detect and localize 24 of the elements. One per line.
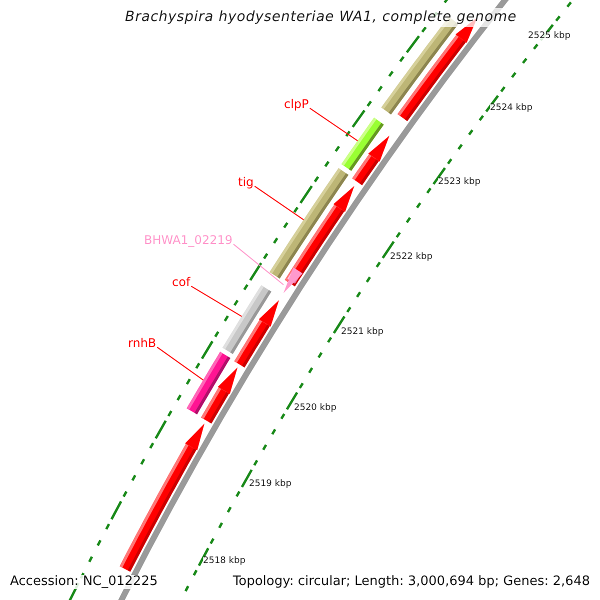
scale-label: 2522 kbp [390,253,432,263]
gene-block [120,424,204,572]
gene-label: cof [172,276,190,290]
scale-label: 2524 kbp [490,104,532,114]
scale-label: 2519 kbp [249,480,292,490]
gene-label: rnhB [128,337,156,350]
scale-label: 2518 kbp [203,557,246,567]
accession-text: Accession: NC_012225 [10,575,158,590]
leader-line [309,108,358,142]
gene-label: tig [238,176,254,190]
leader-line [190,286,242,317]
gene-label: BHWA1_02219 [144,234,232,248]
scale-label: 2525 kbp [528,32,570,42]
leader-line [156,346,204,381]
scale-label: 2523 kbp [438,178,480,188]
gene-block [352,136,390,186]
gene-label: clpP [284,98,309,112]
gene-block [201,367,238,424]
leader-line [254,186,304,220]
genome-info-text: Topology: circular; Length: 3,000,694 bp; Genes: 2,648 [232,575,590,590]
gene-block [234,300,279,368]
gene-block [283,268,303,294]
scale-label: 2521 kbp [341,328,384,338]
scale-label: 2520 kbp [294,404,336,414]
